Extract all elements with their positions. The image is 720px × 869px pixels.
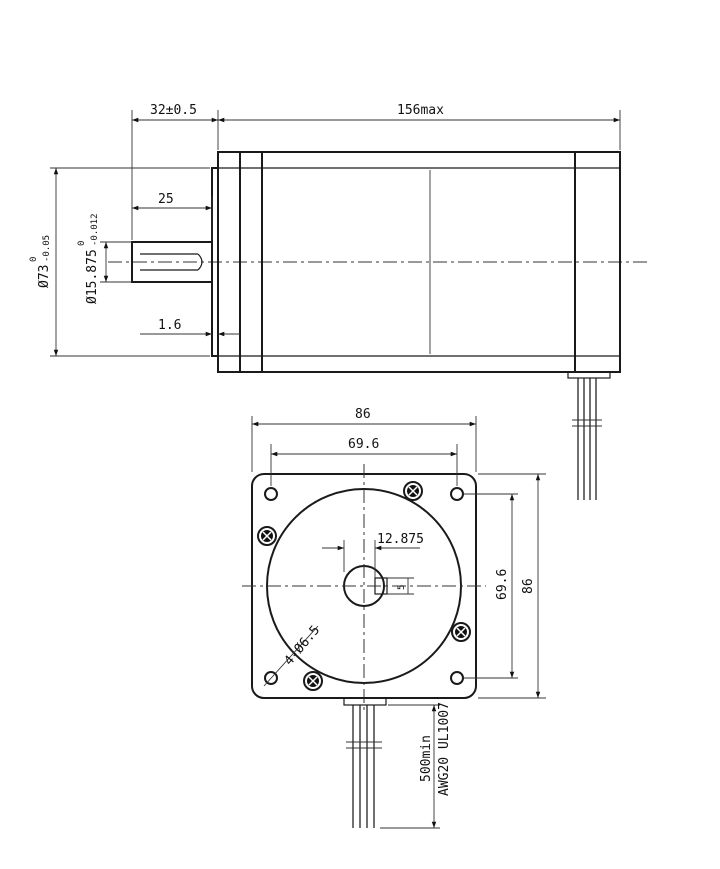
dim-width: 86 [355, 407, 371, 422]
mount-holes [264, 487, 464, 685]
front-lead-wires [346, 705, 382, 828]
dim-shaft-dia-tol-upper: 0 [77, 241, 87, 246]
dim-boss-dia-tol-upper: 0 [29, 257, 39, 262]
mount-hole [264, 487, 278, 501]
dim-shaft-dia: Ø15.875 [85, 249, 100, 304]
shaft-key-end [197, 253, 203, 271]
dim-boss-height: 1.6 [158, 318, 181, 333]
dim-shaft-length: 25 [158, 192, 174, 207]
front-view: 86 69.6 86 69.6 12.875 5 [242, 407, 546, 829]
screw [451, 622, 471, 642]
dim-height: 86 [521, 578, 536, 594]
mount-hole [450, 487, 464, 501]
mount-hole [264, 671, 278, 685]
dim-key: 5 [397, 585, 407, 590]
dim-shaft-flat: 12.875 [377, 532, 424, 547]
rear-lead-wires [572, 378, 602, 500]
dim-flange-length: 32±0.5 [150, 103, 197, 118]
screw [257, 526, 277, 546]
front-grommet [343, 697, 387, 706]
dim-shaft-dia-tol-lower: -0.012 [90, 213, 100, 246]
side-view: 32±0.5 156max 25 1.6 Ø15.875 0 -0.012 Ø7… [29, 103, 650, 500]
lead-spec: AWG20 UL1007 [437, 702, 452, 796]
dim-body-length: 156max [397, 103, 444, 118]
shaft [131, 241, 213, 283]
dim-hole-spacing-h: 69.6 [348, 437, 379, 452]
rear-grommet [567, 371, 611, 379]
lead-length: 500min [419, 735, 434, 782]
mount-hole [450, 671, 464, 685]
dim-hole-spacing-v: 69.6 [495, 569, 510, 600]
dim-mount-holes-leader [263, 625, 319, 687]
dim-boss-dia: Ø73 [37, 265, 52, 288]
screws [257, 481, 471, 691]
dim-boss-dia-tol-lower: -0.05 [42, 235, 52, 262]
screw [303, 671, 323, 691]
screw [403, 481, 423, 501]
